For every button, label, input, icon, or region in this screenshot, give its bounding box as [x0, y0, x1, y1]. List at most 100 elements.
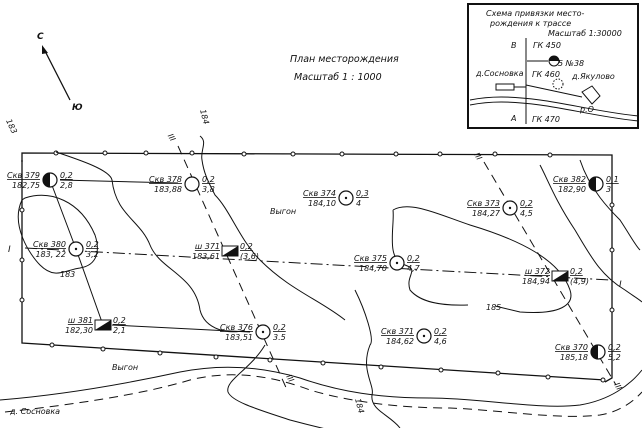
well-elevation: 184,94: [522, 277, 550, 286]
borehole-symbol-icon: [416, 328, 432, 344]
borehole-symbol-icon: [588, 176, 604, 192]
inset-river-label: р.О: [579, 105, 594, 114]
well-overburden: 0,2: [86, 240, 99, 249]
contour-label-183-lower: 183: [60, 270, 75, 279]
well-depth: 3,2: [86, 250, 99, 259]
well-elevation: 182,75: [12, 181, 40, 190]
borehole-symbol-icon: [338, 190, 354, 206]
shaft-symbol-icon: [94, 319, 112, 331]
section-III-bottom-b: III: [612, 381, 624, 392]
well-depth: (3,6): [240, 252, 259, 261]
well-name: ш 372: [525, 267, 550, 276]
contour-label-184-lower: 184: [353, 397, 366, 414]
well-elevation: 185,18: [560, 353, 588, 362]
well-depth: 3.5: [273, 333, 286, 342]
well-name: ш 371: [195, 242, 220, 251]
well-overburden: 0,2: [273, 323, 286, 332]
borehole-symbol-icon: [590, 344, 606, 360]
well-overburden: 0,3: [356, 189, 369, 198]
shaft-symbol-icon: [221, 245, 239, 257]
field-boundary: [19, 150, 615, 383]
well-depth: 2,1: [113, 326, 126, 335]
village-label: д. Сосновка: [9, 407, 60, 416]
well-depth: 4,5: [520, 209, 533, 218]
well-elevation: 184,70: [359, 264, 387, 273]
well-depth: 3,8: [202, 185, 215, 194]
shaft-symbol-icon: [551, 270, 569, 282]
well-elevation: 183,61: [192, 252, 220, 261]
plan-title: План месторождения: [290, 54, 399, 65]
well-name: Скв 374: [303, 189, 336, 198]
well-overburden: 0,2: [202, 175, 215, 184]
well-elevation: 183,51: [225, 333, 253, 342]
well-name: ш 381: [68, 316, 93, 325]
well-elevation: 184,10: [308, 199, 336, 208]
well-name: Скв 373: [467, 199, 500, 208]
borehole-symbol-icon: [68, 241, 84, 257]
section-III-top-b: III: [472, 151, 484, 162]
section-III-top-a: III: [166, 132, 178, 143]
inset-pk450: ГК 450: [533, 41, 561, 50]
plan-scale: Масштаб 1 : 1000: [294, 72, 382, 83]
well-overburden: 0,2: [608, 343, 621, 352]
well-overburden: 0,2: [113, 316, 126, 325]
inset-pk470: ГК 470: [532, 115, 560, 124]
inset-title-line2: рождения к трассе: [489, 19, 571, 28]
borehole-symbol-icon: [389, 255, 405, 271]
well-overburden: 0,2: [407, 254, 420, 263]
contour-label-185: 185: [486, 303, 501, 312]
well-overburden: 0,1: [606, 175, 619, 184]
well-overburden: 0,2: [434, 327, 447, 336]
well-depth: (4,9): [570, 277, 589, 286]
well-depth: 2,8: [60, 181, 73, 190]
well-name: Скв 382: [553, 175, 586, 184]
contour-label-184: 184: [198, 108, 211, 125]
well-name: Скв 370: [555, 343, 588, 352]
well-depth: 5,2: [608, 353, 621, 362]
well-overburden: 0,2: [240, 242, 253, 251]
inset-scheme: Схема привязки место- рождения к трассе …: [467, 3, 639, 129]
well-depth: 4,7: [407, 264, 421, 273]
well-elevation: 182,30: [65, 326, 93, 335]
well-depth: 4,6: [434, 337, 447, 346]
inset-pk460: ГК 460: [532, 70, 560, 79]
inset-scale: Масштаб 1:30000: [548, 29, 622, 38]
contour-label-183: 183: [4, 118, 19, 136]
well-name: Скв 379: [7, 171, 40, 180]
pasture-label-lower: Выгон: [112, 363, 138, 372]
south-label: Ю: [72, 103, 83, 113]
well-name: Скв 371: [381, 327, 414, 336]
river: [0, 366, 642, 417]
well-overburden: 0,2: [520, 199, 533, 208]
well-name: Скв 380: [33, 240, 66, 249]
inset-village-sosnovka: д.Сосновка: [475, 69, 524, 78]
well-depth: 3: [606, 185, 611, 194]
section-III-bottom-a: III: [284, 373, 296, 384]
well-elevation: 183,88: [154, 185, 182, 194]
pasture-label: Выгон: [270, 207, 296, 216]
well-elevation: 184,62: [386, 337, 414, 346]
inset-mark-b: В: [511, 41, 517, 50]
well-overburden: 0,2: [570, 267, 583, 276]
well-elevation: 182,90: [558, 185, 586, 194]
borehole-symbol-icon: [42, 172, 58, 188]
borehole-symbol-icon: [255, 324, 271, 340]
inset-mark-a: А: [510, 114, 516, 123]
north-arrow-icon: [42, 45, 71, 101]
borehole-symbol-icon: [502, 200, 518, 216]
